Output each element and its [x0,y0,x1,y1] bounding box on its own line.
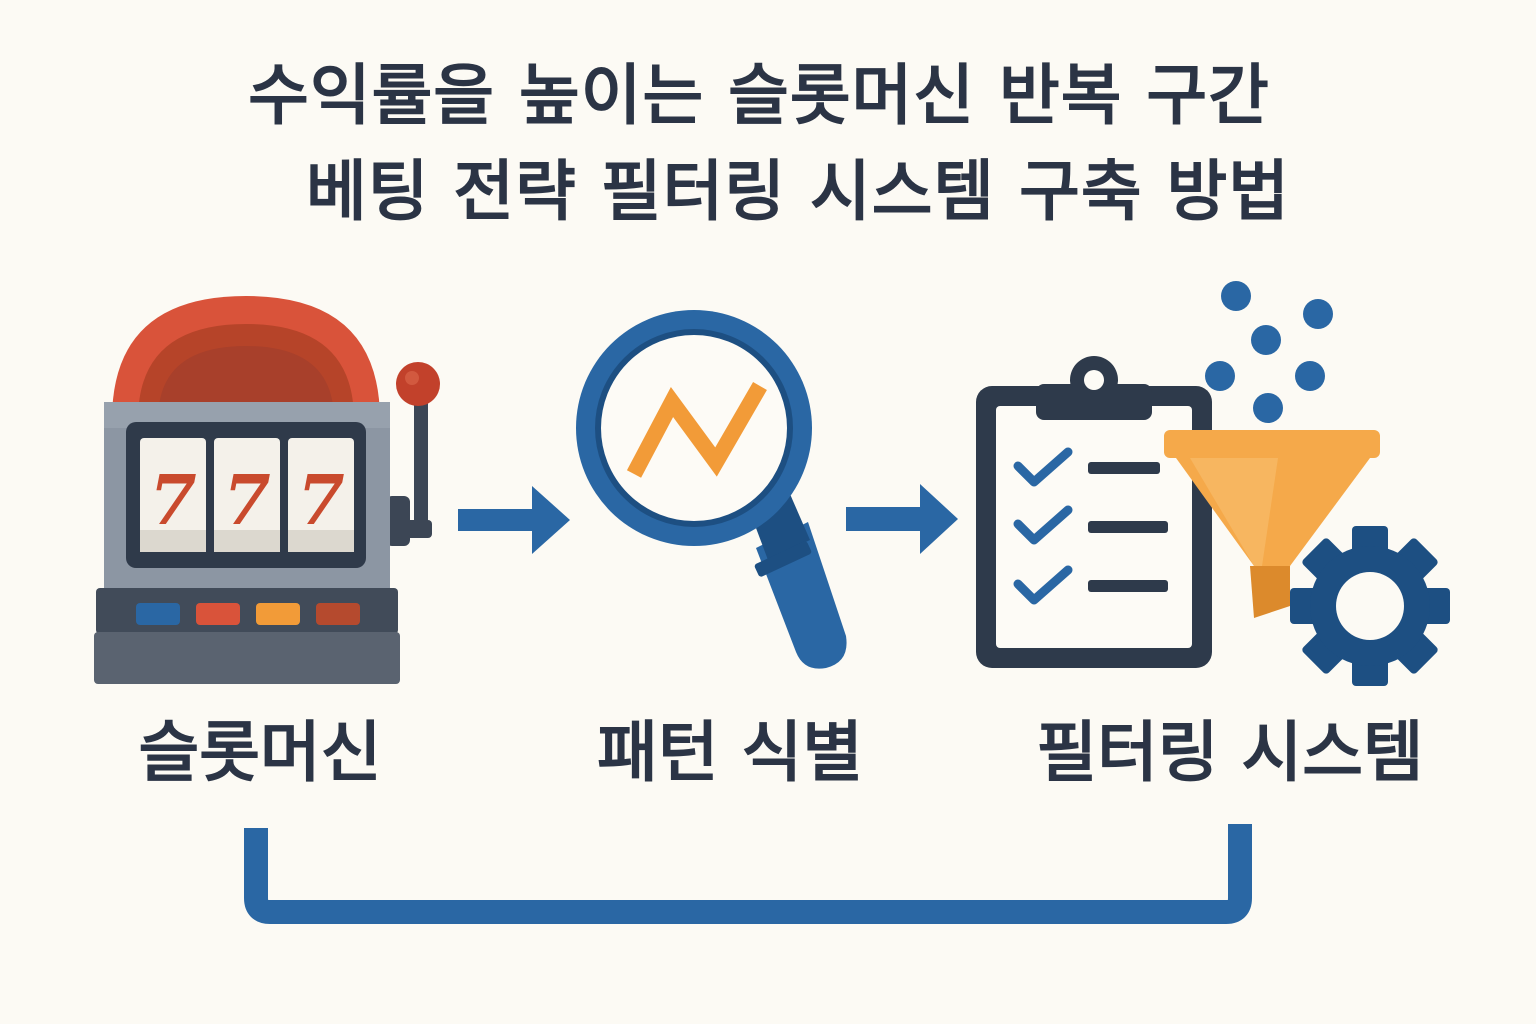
slot-button-red [196,603,240,625]
check-icon [1013,565,1073,605]
reel-3: 7 [297,461,344,541]
clipboard-funnel-gear-icon [976,281,1450,686]
step-label-pattern-identification: 패턴 식별 [597,714,863,791]
page-title: 수익률을 높이는 슬롯머신 반복 구간 베팅 전략 필터링 시스템 구축 방법 [0,48,1536,240]
title-line-2: 베팅 전략 필터링 시스템 구축 방법 [306,153,1290,230]
funnel-icon [1164,430,1380,618]
arrow-right-icon [846,484,958,554]
slot-button-blue [136,603,180,625]
step-label-filtering-system: 필터링 시스템 [1036,714,1424,791]
gear-icon [1290,526,1450,686]
check-icon [1013,505,1073,545]
reel-2: 7 [223,461,270,541]
feedback-loop-connector [244,824,1252,924]
reel-1: 7 [149,461,196,541]
title-line-1: 수익률을 높이는 슬롯머신 반복 구간 [248,57,1270,134]
step-label-slot-machine: 슬롯머신 [138,714,382,791]
slot-button-orange [256,603,300,625]
clipboard-icon [976,356,1212,668]
slot-machine-icon: 7 7 7 [94,296,440,684]
check-icon [1013,447,1073,487]
slot-button-darkred [316,603,360,625]
arrow-right-icon [458,486,570,554]
magnifier-chart-icon [576,310,847,669]
data-dots-icon [1205,281,1333,423]
